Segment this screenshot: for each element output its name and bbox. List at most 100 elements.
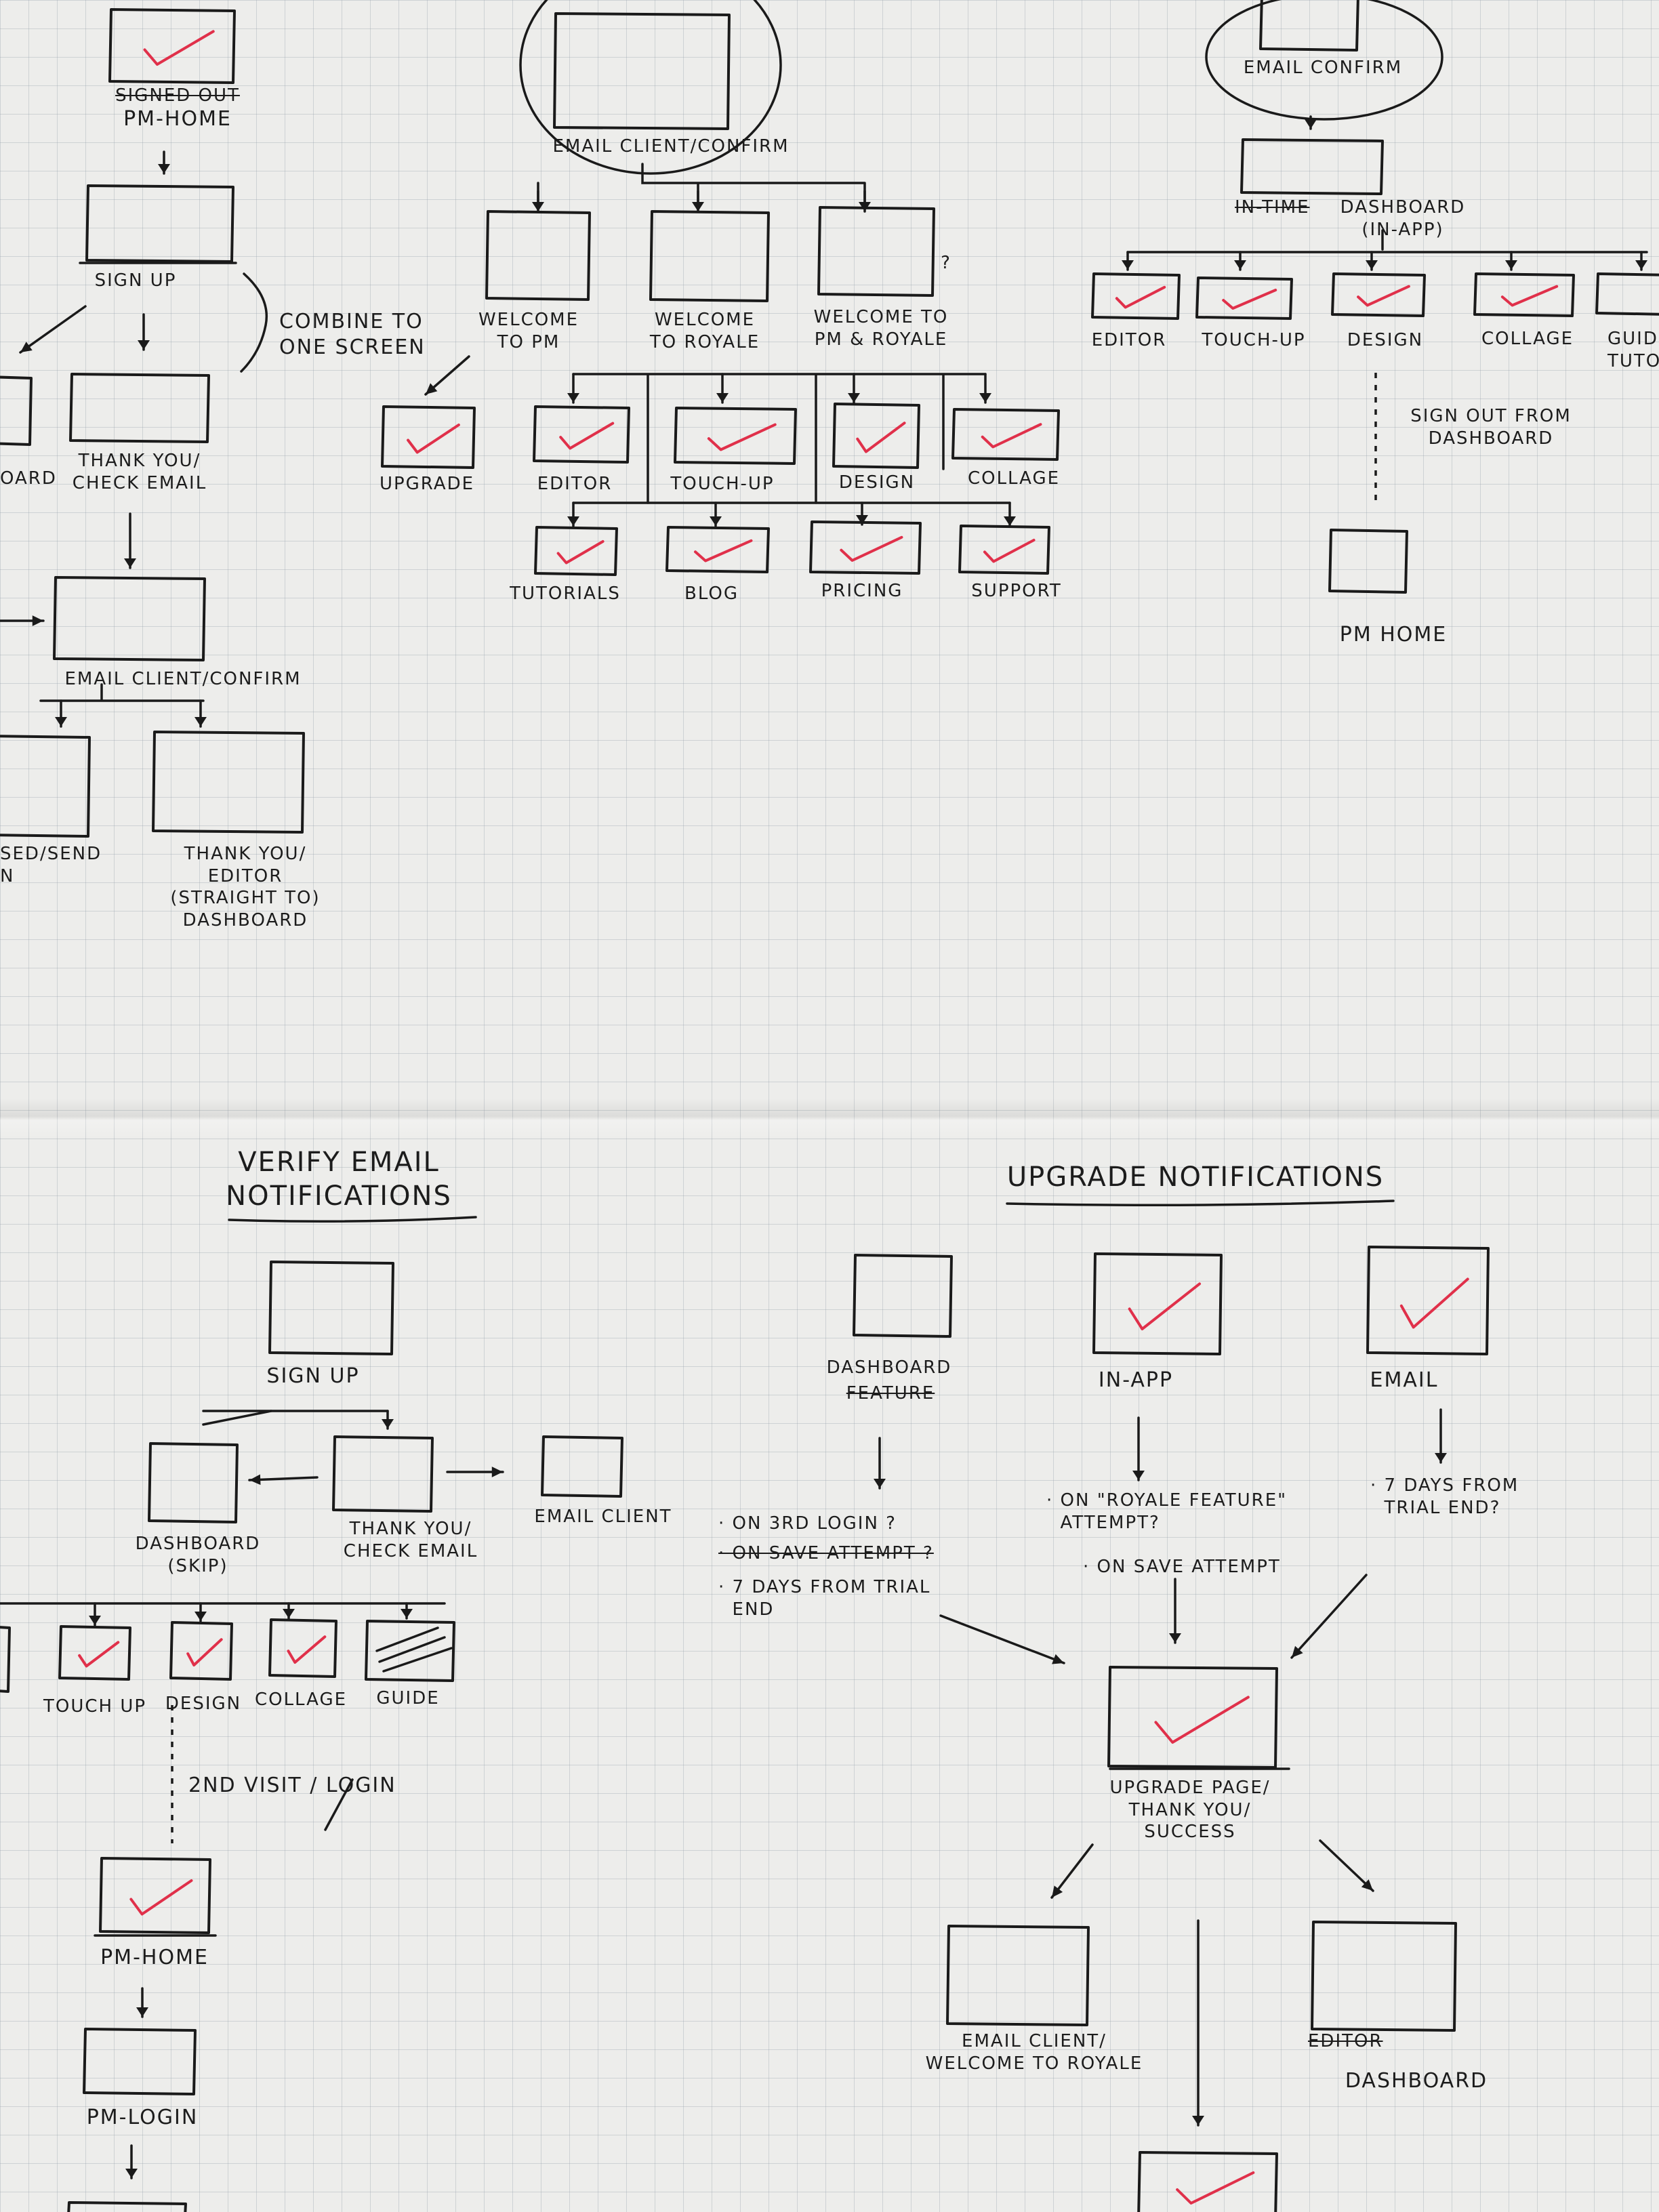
- check-mark-icon: [1115, 285, 1166, 309]
- br-arrow-down-center-head: [1192, 2116, 1204, 2125]
- verify-email-title: VERIFY EMAIL NOTIFICATIONS: [226, 1147, 452, 1212]
- email-confirm-label: EMAIL CONFIRM: [1243, 58, 1403, 78]
- dashboard-partial-screen: [0, 375, 33, 446]
- support-screen: [958, 525, 1050, 575]
- note-save-attempt-strike: · ON SAVE ATTEMPT ?: [718, 1543, 934, 1563]
- br-dashboard-strike: FEATURE: [846, 1383, 935, 1404]
- bl-touch-up-label: TOUCH UP: [43, 1696, 147, 1717]
- bl-guide-screen: [365, 1620, 455, 1682]
- bl-touch-up-screen: [58, 1625, 131, 1681]
- tr-editor-screen: [1091, 272, 1181, 320]
- br-arrow-notes-right-head: [1292, 1645, 1303, 1658]
- tc-arrow-2-head: [692, 202, 704, 211]
- br-arrow-in-app-head: [1132, 1471, 1145, 1480]
- email-client-screen: [553, 12, 731, 130]
- br-dashboard-screen: [853, 1254, 953, 1338]
- combine-note: COMBINE TO ONE SCREEN: [279, 310, 426, 359]
- arrow-signup-left-head: [20, 342, 33, 352]
- br-arrow-to-dashboard: [1319, 1839, 1374, 1892]
- br-arrow-notes-mid-head: [1169, 1633, 1181, 1643]
- email-client-branch: [39, 683, 205, 702]
- arrow-branch-left-head: [55, 717, 67, 726]
- bl-pm-home-screen: [99, 1857, 211, 1934]
- tc-sub-5-head: [567, 516, 579, 526]
- tr-collage-screen: [1473, 272, 1575, 317]
- br-in-app-screen: [1092, 1252, 1223, 1355]
- dashboard-partial-label: OARD: [0, 468, 57, 489]
- bl-arrow-d-head: [401, 1609, 413, 1618]
- email-welcome-royale-label: EMAIL CLIENT/ WELCOME TO ROYALE: [925, 2031, 1143, 2074]
- tr-pm-home-label: PM HOME: [1339, 623, 1448, 647]
- br-email-label: EMAIL: [1370, 1368, 1439, 1392]
- note-royale-feature: · ON "ROYALE FEATURE" ATTEMPT?: [1046, 1490, 1288, 1533]
- br-arrow-to-email-welcome-head: [1052, 1885, 1063, 1898]
- bl-arrow-to-email-client-head: [491, 1467, 503, 1477]
- pricing-label: PRICING: [821, 581, 903, 601]
- bl-visit-slash: [324, 1778, 354, 1831]
- email-client-confirm-label: EMAIL CLIENT/CONFIRM: [64, 669, 302, 689]
- br-arrow-to-email-welcome: [1050, 1843, 1094, 1899]
- arrow-to-upgrade-head: [426, 383, 438, 394]
- tc-email-client-label: EMAIL CLIENT/CONFIRM: [552, 136, 790, 157]
- br-dashboard-bottom-label: DASHBOARD: [1345, 2069, 1488, 2093]
- br-arrow-dashboard-head: [874, 1479, 886, 1488]
- br-arrow-notes-right: [1290, 1574, 1368, 1659]
- bl-partial-screen: [0, 1626, 11, 1693]
- tr-guide-label: GUID TUTOR: [1607, 329, 1659, 371]
- check-mark-icon: [1128, 1282, 1202, 1330]
- bl-email-client-label: EMAIL CLIENT: [534, 1507, 672, 1527]
- note-7-days-email: · 7 DAYS FROM TRIAL END?: [1370, 1475, 1519, 1518]
- tc-subbranch: [572, 373, 987, 504]
- bl-arrow-to-thankyou-head: [382, 1419, 394, 1429]
- tc-branch: [537, 163, 866, 205]
- bl-collage-label: COLLAGE: [254, 1689, 348, 1710]
- upgrade-page-label: UPGRADE PAGE/ THANK YOU/ SUCCESS: [1109, 1778, 1271, 1842]
- check-mark-icon: [143, 30, 215, 66]
- arrow-signup-to-thankyou-head: [138, 340, 150, 350]
- blog-screen: [665, 526, 770, 573]
- tr-arrow-5-head: [1635, 260, 1647, 270]
- bl-arrow-to-dashboard-head: [249, 1474, 261, 1486]
- arrow-pm-home-to-signup-head: [158, 164, 170, 173]
- sign-out-note: SIGN OUT FROM DASHBOARD: [1410, 406, 1572, 449]
- br-arrow-notes-left-head: [1052, 1654, 1064, 1664]
- br-in-app-label: IN-APP: [1098, 1368, 1174, 1392]
- sign-up-screen: [85, 184, 234, 263]
- bl-sign-up-screen: [268, 1261, 394, 1355]
- arrow-into-email-client-head: [32, 615, 43, 626]
- signed-out-label: SIGNED OUT: [115, 85, 240, 106]
- bl-arrow-a-head: [89, 1616, 101, 1625]
- bl-email-client-screen: [541, 1435, 623, 1498]
- blog-label: BLOG: [684, 583, 739, 604]
- check-mark-icon: [856, 422, 906, 453]
- email-confirm-circle: [1205, 0, 1443, 121]
- touch-up-screen: [674, 407, 797, 465]
- arrow-confirm-to-dashboard-head: [1305, 119, 1317, 129]
- tr-design-label: DESIGN: [1347, 330, 1424, 350]
- welcome-royale-screen: [649, 210, 770, 302]
- bl-sign-up-label: SIGN UP: [266, 1364, 360, 1388]
- note-save-attempt: · ON SAVE ATTEMPT: [1083, 1557, 1281, 1577]
- bl-arrow-c-head: [283, 1609, 295, 1618]
- upgrade-page-screen: [1107, 1666, 1278, 1769]
- email-confirm-screen: [1259, 0, 1359, 52]
- tr-arrow-2-head: [1234, 260, 1246, 270]
- bl-pm-home-label: PM-HOME: [100, 1946, 209, 1969]
- design-screen: [832, 403, 920, 469]
- br-dashboard-label: DASHBOARD: [826, 1357, 952, 1378]
- check-mark-icon: [407, 424, 460, 454]
- welcome-pm-screen: [485, 210, 591, 301]
- br-email-screen: [1366, 1246, 1490, 1355]
- check-mark-icon: [287, 1635, 327, 1664]
- bl-dashboard-skip-label: DASHBOARD (SKIP): [135, 1534, 261, 1576]
- arrow-signup-left: [19, 305, 87, 354]
- bl-collage-screen: [268, 1618, 337, 1678]
- br-email-welcome-screen: [946, 1925, 1090, 2026]
- email-client-confirm-screen: [53, 576, 206, 661]
- bl-arrow-to-dashboard: [248, 1476, 319, 1481]
- br-bottom-partial-screen: [1137, 2151, 1278, 2212]
- tr-pm-home-screen: [1328, 529, 1408, 594]
- note-3rd-login: · ON 3RD LOGIN ?: [718, 1513, 897, 1534]
- check-mark-icon: [694, 539, 753, 562]
- sign-up-label: SIGN UP: [94, 270, 177, 291]
